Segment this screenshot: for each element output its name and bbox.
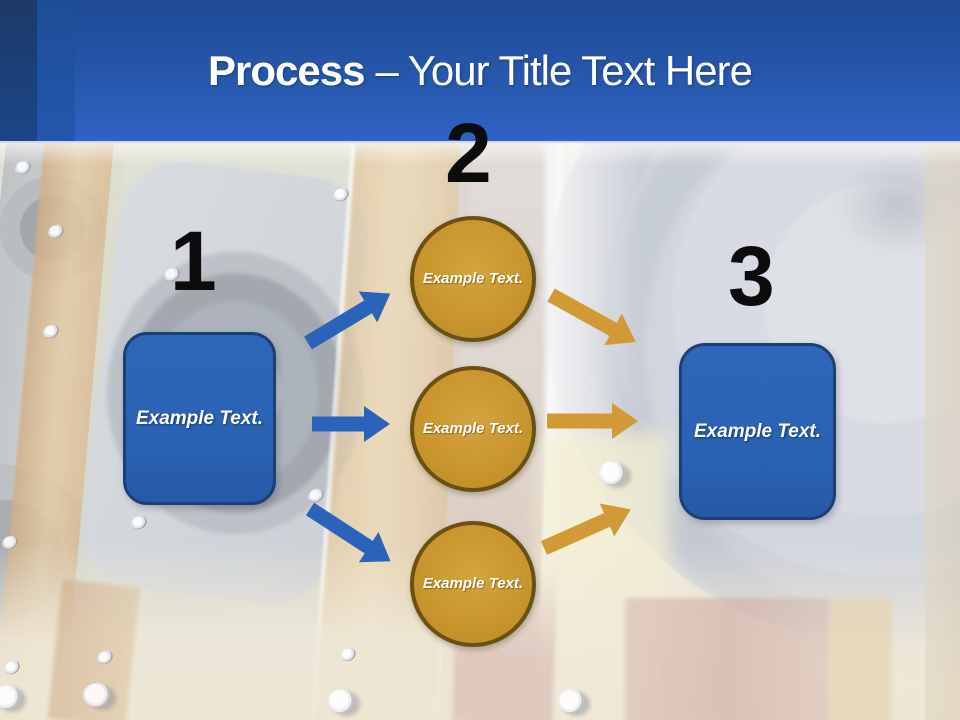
header-main [75,0,960,141]
header-bar [0,0,960,143]
screw-icon [557,689,584,713]
step-number-1: 1 [170,214,217,308]
screw-icon [0,685,20,709]
title-bold-text: Process [208,47,365,94]
background-top-highlight [0,143,960,165]
process-step-circle-1: Example Text. [410,216,536,342]
step-number-2: 2 [445,106,492,200]
process-end-box: Example Text. [679,343,836,520]
step-circle-2-label: Example Text. [422,420,524,437]
process-start-box: Example Text. [123,332,276,505]
background-right-edge [925,143,960,720]
step-number-3: 3 [728,229,775,323]
process-step-circle-2: Example Text. [410,366,536,492]
title-regular-text: – Your Title Text Here [375,47,752,94]
background-wood-plank-bottom [830,598,892,720]
accent-band-mid [37,0,75,141]
slide-title: Process– Your Title Text Here [0,50,960,92]
screw-icon [327,689,354,713]
end-box-label: Example Text. [693,421,822,442]
step-circle-1-label: Example Text. [422,270,524,287]
process-step-circle-3: Example Text. [410,521,536,647]
start-box-label: Example Text. [135,408,264,429]
step-circle-3-label: Example Text. [422,575,524,592]
accent-band-dark [0,0,37,141]
screw-icon [598,461,625,485]
screw-icon [83,683,110,707]
background-wood-plank-red [625,598,830,720]
